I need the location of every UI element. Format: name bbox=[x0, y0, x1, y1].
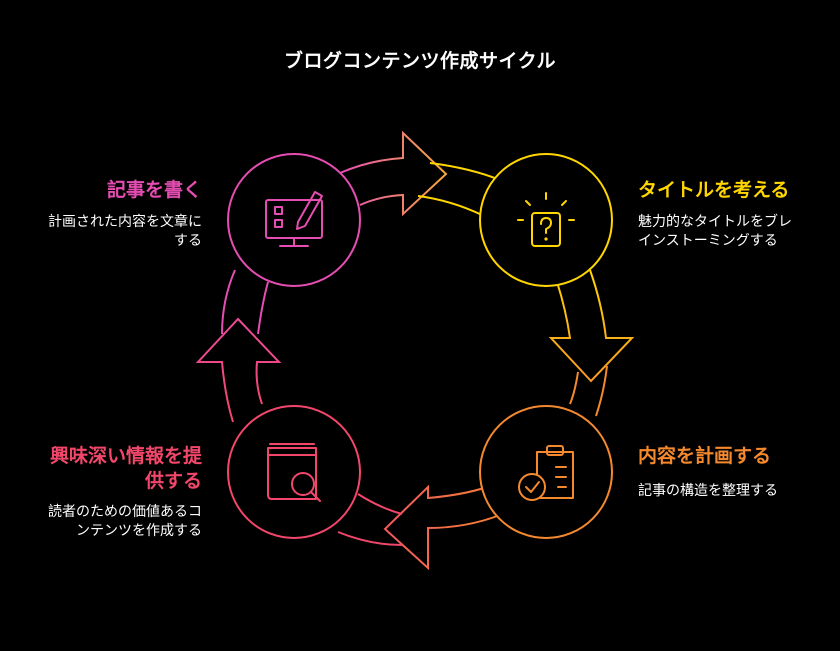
arrow-title-to-plan bbox=[548, 269, 635, 383]
step-desc-plan-line1: 記事の構造を整理する bbox=[638, 483, 778, 499]
node-plan bbox=[479, 405, 613, 539]
step-desc-write-line2: する bbox=[174, 233, 202, 249]
diagram-title: ブログコンテンツ作成サイクル bbox=[283, 50, 557, 72]
step-desc-provide-line2: ンテンツを作成する bbox=[76, 523, 202, 539]
step-desc-write-line1: 計画された内容を文章に bbox=[48, 214, 202, 230]
step-title-write: 記事を書く bbox=[106, 179, 202, 201]
step-desc-title-line1: 魅力的なタイトルをブレ bbox=[638, 214, 792, 230]
node-title bbox=[479, 153, 613, 287]
step-desc-write: 計画された内容を文章に する bbox=[20, 213, 202, 251]
band-right-bottom bbox=[569, 365, 608, 417]
band-left-top bbox=[221, 269, 269, 335]
lightbulb-question-icon bbox=[517, 192, 575, 247]
node-provide bbox=[227, 405, 361, 539]
arrow-plan-to-provide bbox=[383, 484, 501, 571]
node-write bbox=[227, 153, 361, 287]
step-title-plan: 内容を計画する bbox=[638, 445, 772, 467]
step-desc-title: 魅力的なタイトルをブレ インストーミングする bbox=[638, 213, 838, 251]
step-desc-provide: 読者のための価値あるコ ンテンツを作成する bbox=[10, 503, 202, 541]
step-title-provide-line1: 興味深い情報を提 bbox=[49, 445, 202, 467]
clipboard-check-icon bbox=[518, 445, 574, 501]
step-title-title: タイトルを考える bbox=[638, 179, 790, 201]
arrow-write-to-title bbox=[339, 130, 448, 217]
step-title-provide: 興味深い情報を提 供する bbox=[20, 444, 202, 494]
step-desc-plan: 記事の構造を整理する bbox=[638, 482, 838, 501]
book-search-icon bbox=[267, 443, 321, 502]
step-desc-title-line2: インストーミングする bbox=[638, 233, 778, 249]
step-title-provide-line2: 供する bbox=[144, 470, 202, 492]
arrow-provide-to-write bbox=[195, 317, 282, 423]
step-desc-provide-line1: 読者のための価値あるコ bbox=[48, 504, 202, 520]
band-bottom-left bbox=[337, 493, 403, 546]
monitor-pencil-icon bbox=[265, 191, 323, 247]
